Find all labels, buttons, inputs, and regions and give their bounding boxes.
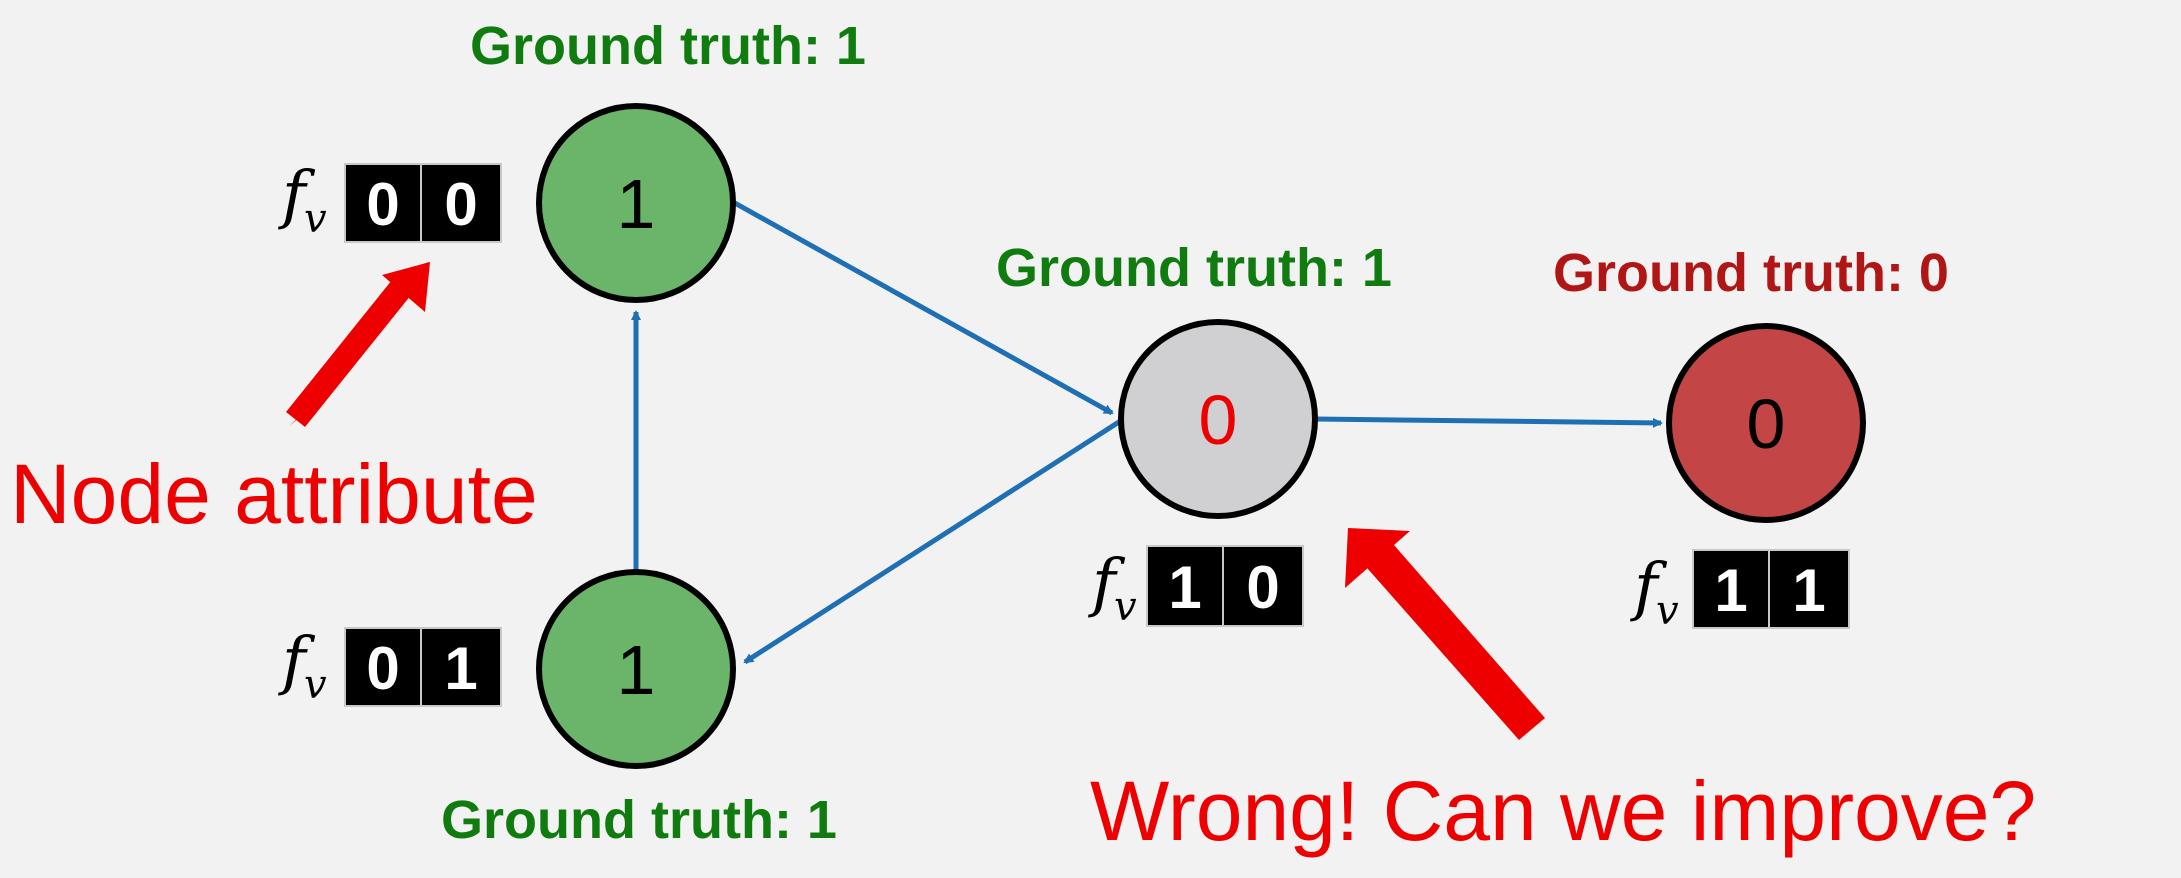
wrong-callout-arrow-head xyxy=(1345,528,1410,588)
node-right: Ground truth: 0 0 f v 1 1 xyxy=(1553,243,1949,634)
ground-truth-label: Ground truth: 1 xyxy=(441,790,837,850)
edge-top-left-to-center xyxy=(731,199,1114,416)
edges xyxy=(631,199,1663,665)
node-label: 1 xyxy=(617,165,656,243)
feature-value: 1 xyxy=(1168,554,1201,621)
feature-cell xyxy=(344,627,422,707)
ground-truth-label: Ground truth: 0 xyxy=(1553,243,1949,303)
feature-value: 1 xyxy=(1792,557,1825,624)
feature-subscript: v xyxy=(304,196,327,242)
feature-value: 0 xyxy=(366,635,399,702)
node-circle xyxy=(1118,319,1318,519)
node-bottom-left: 1 Ground truth: 1 f v 0 1 xyxy=(278,569,837,850)
node-attribute-annotation: Node attribute xyxy=(10,447,538,541)
feature-cell xyxy=(1146,545,1224,627)
edge-center-to-bottom-left xyxy=(743,417,1124,665)
node-attribute-callout-arrow-head xyxy=(382,262,430,312)
feature-value: 1 xyxy=(1714,557,1747,624)
feature-vector: f v 1 1 xyxy=(1630,549,1850,634)
feature-vector: f v 1 0 xyxy=(1088,545,1304,630)
node-top-left: Ground truth: 1 1 f v 0 0 xyxy=(278,16,866,303)
feature-cell xyxy=(1222,545,1304,627)
edge-center-to-right xyxy=(1314,416,1663,428)
ground-truth-label: Ground truth: 1 xyxy=(470,16,866,76)
feature-value: 1 xyxy=(444,635,477,702)
node-attribute-callout-arrow-shaft xyxy=(286,275,415,427)
node-circle xyxy=(536,103,736,303)
node-circle xyxy=(536,569,736,769)
node-circle xyxy=(1666,323,1866,523)
feature-value: 0 xyxy=(1246,554,1279,621)
node-label: 0 xyxy=(1199,381,1238,459)
feature-vector: f v 0 0 xyxy=(278,158,502,243)
ground-truth-label: Ground truth: 1 xyxy=(996,238,1392,298)
feature-cell xyxy=(420,627,502,707)
feature-value: 0 xyxy=(366,171,399,238)
wrong-annotation: Wrong! Can we improve? xyxy=(1090,764,2036,858)
wrong-callout-arrow-shaft xyxy=(1360,537,1545,740)
feature-cell xyxy=(420,163,502,243)
feature-subscript: v xyxy=(304,662,327,708)
feature-vector: f v 0 1 xyxy=(278,624,502,708)
feature-subscript: v xyxy=(1656,588,1679,634)
feature-cell xyxy=(1768,549,1850,629)
node-label: 1 xyxy=(617,631,656,709)
node-center: Ground truth: 1 0 f v 1 0 xyxy=(996,238,1392,630)
feature-value: 0 xyxy=(444,171,477,238)
node-label: 0 xyxy=(1747,385,1786,463)
feature-subscript: v xyxy=(1114,584,1137,630)
